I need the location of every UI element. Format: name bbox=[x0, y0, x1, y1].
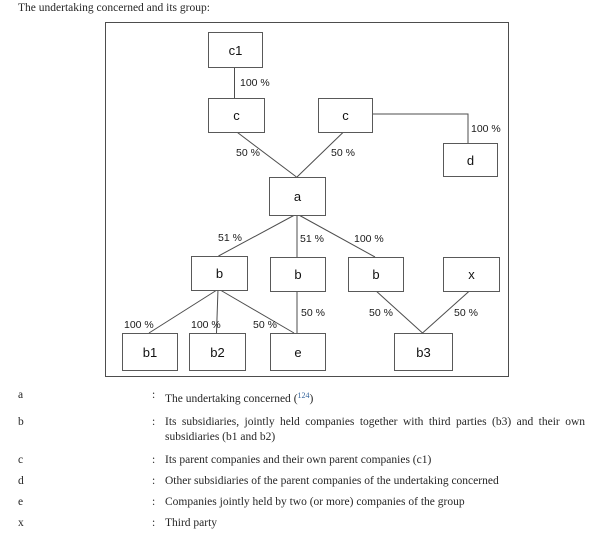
node-x: x bbox=[443, 257, 500, 292]
edge-bleft-to-b1 bbox=[148, 288, 219, 334]
node-b1: b1 bbox=[122, 333, 178, 371]
legend-desc: Third party bbox=[165, 517, 218, 529]
edge-label-cright-to-a: 50 % bbox=[331, 147, 355, 159]
page-title: The undertaking concerned and its group: bbox=[18, 2, 210, 14]
edge-bleft-to-b2 bbox=[216, 288, 219, 334]
legend-row-d: d : Other subsidiaries of the parent com… bbox=[0, 474, 602, 489]
legend-colon: : bbox=[152, 389, 156, 401]
legend-row-x: x : Third party bbox=[0, 516, 602, 531]
legend-desc: Other subsidiaries of the parent compani… bbox=[165, 475, 499, 487]
edge-label-bleft-to-b1: 100 % bbox=[124, 319, 154, 331]
legend-key: a bbox=[18, 389, 24, 401]
legend-colon: : bbox=[152, 517, 156, 529]
node-b3: b3 bbox=[394, 333, 453, 371]
legend-key: d bbox=[18, 475, 24, 487]
node-b-mid: b bbox=[270, 257, 326, 292]
legend-key: b bbox=[18, 416, 24, 428]
node-d: d bbox=[443, 143, 498, 177]
legend-text: The undertaking concerned bbox=[165, 393, 291, 405]
legend-row-b: b : Its subsidiaries, jointly held compa… bbox=[0, 415, 602, 445]
edge-label-bleft-to-b2: 100 % bbox=[191, 319, 221, 331]
edge-bleft-to-e bbox=[218, 288, 295, 334]
edge-x-to-b3 bbox=[422, 289, 471, 334]
legend-desc: Its subsidiaries, jointly held companies… bbox=[165, 416, 585, 443]
footnote-paren-close: ) bbox=[309, 393, 314, 405]
edge-label-bleft-to-e: 50 % bbox=[253, 319, 277, 331]
legend-row-a: a : The undertaking concerned (124) bbox=[0, 388, 602, 407]
footnote-link[interactable]: 124 bbox=[297, 391, 310, 400]
legend-desc: Companies jointly held by two (or more) … bbox=[165, 496, 465, 508]
legend-colon: : bbox=[152, 416, 156, 428]
edge-label-bmid-to-e: 50 % bbox=[301, 307, 325, 319]
edge-label-cright-to-d: 100 % bbox=[471, 123, 501, 135]
group-structure-chart: c1 c c d a b b b x b1 b2 e b3 100 % 50 %… bbox=[105, 22, 509, 377]
edge-cleft-to-a bbox=[235, 130, 297, 178]
edge-label-x-to-b3: 50 % bbox=[454, 307, 478, 319]
legend: a : The undertaking concerned (124) b : … bbox=[0, 388, 602, 537]
node-c1: c1 bbox=[208, 32, 263, 68]
connector-lines bbox=[148, 66, 471, 334]
node-b-right: b bbox=[348, 257, 404, 292]
edge-cright-to-d bbox=[371, 113, 469, 143]
legend-key: e bbox=[18, 496, 24, 508]
legend-key: c bbox=[18, 454, 24, 466]
edge-label-cleft-to-a: 50 % bbox=[236, 147, 260, 159]
node-c-left: c bbox=[208, 98, 265, 133]
edge-label-bright-to-b3: 50 % bbox=[369, 307, 393, 319]
legend-desc: Its parent companies and their own paren… bbox=[165, 454, 432, 466]
legend-colon: : bbox=[152, 496, 156, 508]
edge-a-to-bleft bbox=[218, 213, 297, 257]
legend-key: x bbox=[18, 517, 24, 529]
edge-bright-to-b3 bbox=[374, 289, 423, 334]
edge-label-c1-to-c: 100 % bbox=[240, 77, 270, 89]
edge-a-to-bright bbox=[296, 213, 376, 258]
node-e: e bbox=[270, 333, 326, 371]
edge-label-a-to-bmid: 51 % bbox=[300, 233, 324, 245]
edge-label-a-to-bright: 100 % bbox=[354, 233, 384, 245]
node-b2: b2 bbox=[189, 333, 246, 371]
node-b-left: b bbox=[191, 256, 248, 291]
edge-label-a-to-bleft: 51 % bbox=[218, 232, 242, 244]
legend-colon: : bbox=[152, 454, 156, 466]
node-c-right: c bbox=[318, 98, 373, 133]
footnote-paren-open: ( bbox=[290, 393, 298, 405]
node-a: a bbox=[269, 177, 326, 216]
legend-colon: : bbox=[152, 475, 156, 487]
edge-cright-to-a bbox=[296, 130, 345, 178]
legend-desc: The undertaking concerned (124) bbox=[165, 388, 585, 407]
legend-row-c: c : Its parent companies and their own p… bbox=[0, 453, 602, 468]
legend-row-e: e : Companies jointly held by two (or mo… bbox=[0, 495, 602, 510]
